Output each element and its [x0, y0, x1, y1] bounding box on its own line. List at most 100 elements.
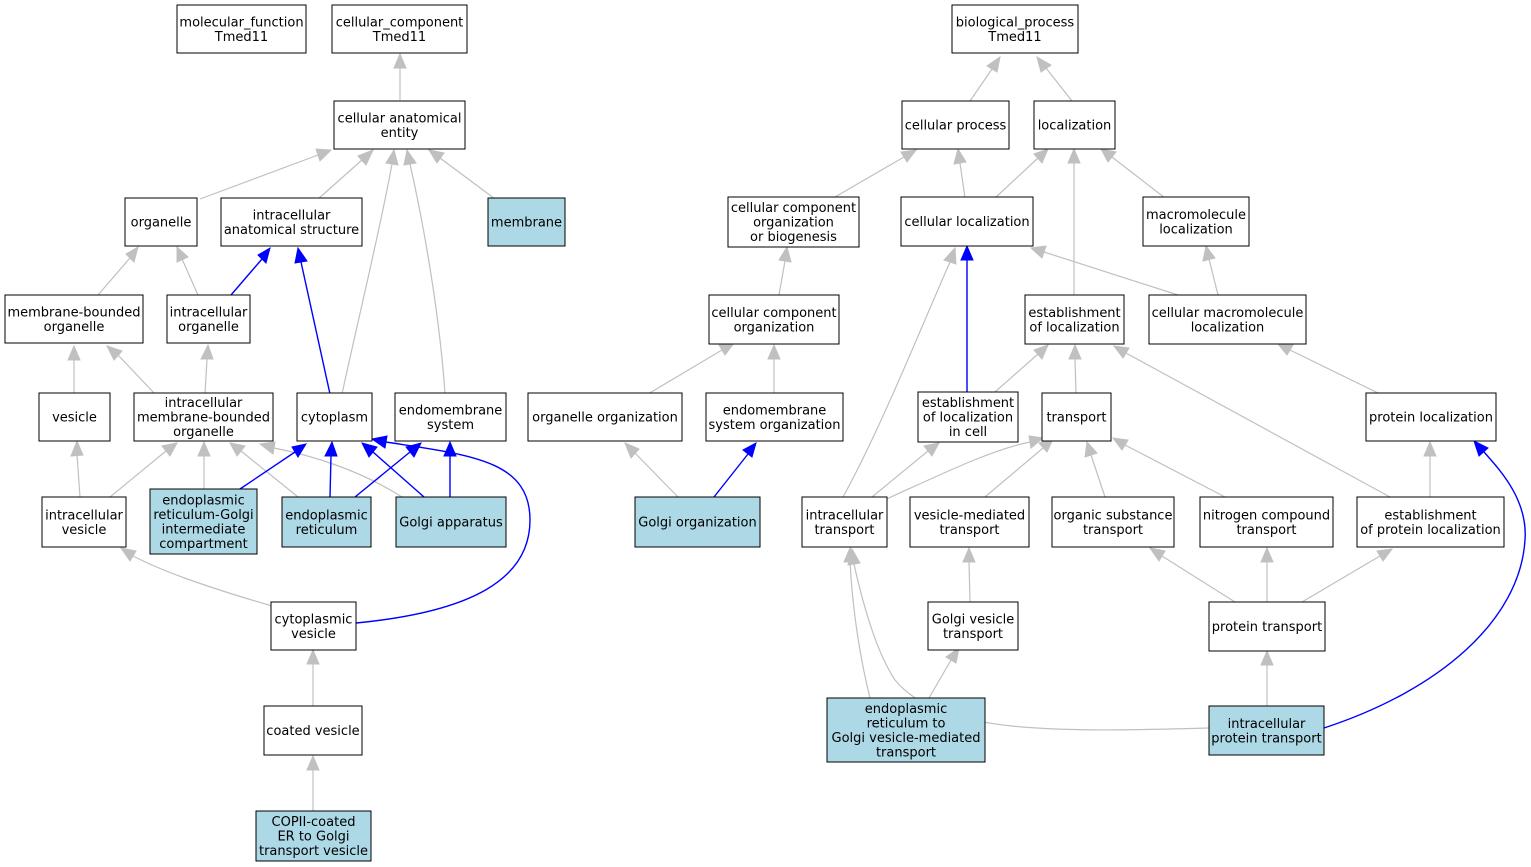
node-label: localization	[1038, 119, 1112, 134]
node-ploc[interactable]: protein localization	[1365, 392, 1497, 442]
node-label-line: establishment	[1028, 306, 1120, 321]
node-local[interactable]: localization	[1033, 100, 1116, 150]
node-label-line: protein localization	[1369, 411, 1493, 426]
node-label-line: endoplasmic	[162, 493, 244, 508]
node-label-line: anatomical structure	[224, 223, 359, 238]
edge-membrane-to-cae	[427, 149, 496, 200]
node-ptrans[interactable]: protein transport	[1208, 601, 1326, 652]
node-label-line: cytoplasmic	[275, 612, 353, 627]
node-box	[901, 100, 1010, 150]
edge-ergic-to-cytoplasm	[239, 443, 308, 490]
node-cloc[interactable]: cellular localization	[900, 196, 1034, 247]
node-cproc[interactable]: cellular process	[901, 100, 1010, 150]
edge-cvesicle-to-ivesicle	[119, 547, 273, 607]
edge-elic-to-eloc	[994, 344, 1049, 393]
edge-cmloc-to-cloc	[1029, 245, 1179, 296]
node-label-line: cellular anatomical	[338, 111, 462, 126]
node-box	[41, 496, 127, 548]
node-label-line: localization	[1159, 222, 1233, 237]
node-label: membrane	[491, 216, 562, 231]
node-label-line: endomembrane	[723, 403, 827, 418]
node-oorg[interactable]: organelle organization	[527, 392, 683, 442]
edge-local-to-bp-root	[1036, 55, 1073, 102]
node-box	[263, 705, 363, 756]
node-label: vesicle	[52, 411, 97, 426]
node-label-line: macromolecule	[1146, 208, 1246, 223]
edge-cae-to-cc-root	[393, 52, 407, 100]
node-box	[38, 392, 111, 442]
node-label-line: organization	[753, 216, 834, 231]
node-box	[1148, 294, 1307, 345]
node-organelle[interactable]: organelle	[124, 197, 198, 247]
node-label-line: cellular_component	[336, 15, 464, 30]
node-label-line: vesicle	[291, 627, 336, 642]
node-cytoplasm[interactable]: cytoplasm	[296, 392, 373, 442]
edge-cytoplasm-to-cae	[341, 148, 399, 395]
node-box	[1199, 496, 1334, 548]
node-label-line: Golgi vesicle	[932, 612, 1014, 627]
node-label-line: organization	[734, 320, 815, 335]
node-label-line: reticulum to	[867, 716, 946, 731]
node-transport[interactable]: transport	[1041, 392, 1112, 442]
node-label-line: system organization	[709, 418, 841, 433]
node-label-line: coated vesicle	[266, 724, 359, 739]
node-vesicle[interactable]: vesicle	[38, 392, 111, 442]
edge-ploc-to-cmloc	[1276, 343, 1381, 395]
node-label-line: transport	[1236, 523, 1296, 538]
node-label-line: Tmed11	[214, 30, 268, 45]
edge-ergvt-to-gvt	[928, 646, 960, 699]
node-label: Golgi organization	[638, 516, 756, 531]
node-label-line: vesicle-mediated	[914, 508, 1025, 523]
node-golgi[interactable]: Golgi apparatus	[395, 496, 507, 548]
node-label-line: endomembrane	[399, 403, 503, 418]
edge-cco-to-ccob	[778, 245, 792, 296]
edge-ergic-to-imbo	[197, 440, 211, 489]
node-label-line: cytoplasm	[301, 411, 368, 426]
node-gorg[interactable]: Golgi organization	[634, 496, 761, 548]
node-label-line: intracellular	[806, 508, 884, 523]
node-membrane[interactable]: membrane	[487, 197, 566, 247]
node-coated[interactable]: coated vesicle	[263, 705, 363, 756]
node-box	[1024, 294, 1125, 345]
node-box	[927, 601, 1019, 651]
node-box	[487, 197, 566, 247]
